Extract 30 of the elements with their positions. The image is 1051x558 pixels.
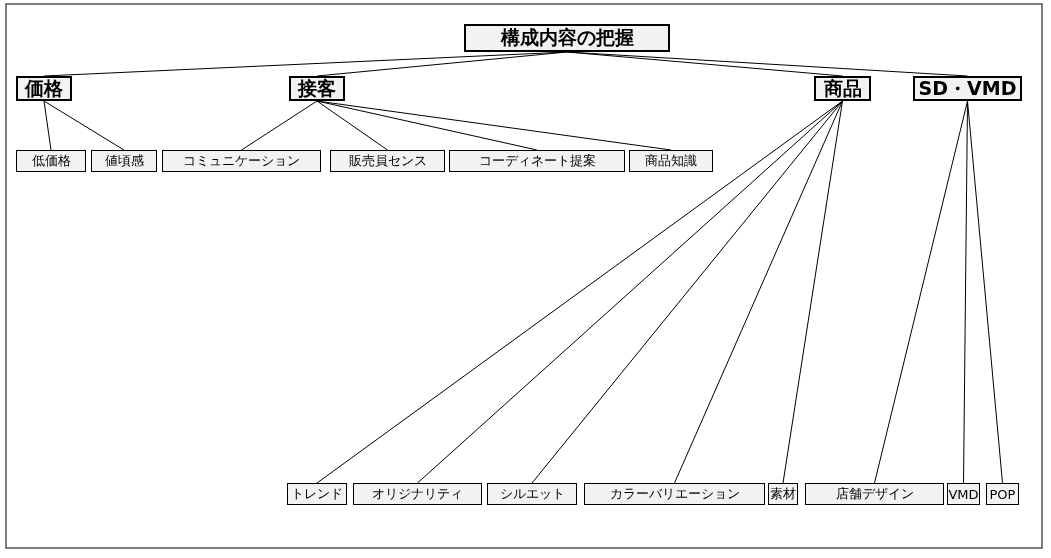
item-box: 値頃感 xyxy=(91,150,157,172)
connector-line xyxy=(43,100,52,151)
item-box: POP xyxy=(986,483,1019,505)
connector-line xyxy=(43,100,125,151)
connector-line xyxy=(674,100,843,484)
item-box: 商品知識 xyxy=(629,150,713,172)
title-box: 構成内容の把握 xyxy=(464,24,670,52)
category-box: 商品 xyxy=(814,76,871,101)
connector-line xyxy=(316,100,388,151)
category-box: 接客 xyxy=(289,76,345,101)
connector-line xyxy=(967,100,1003,484)
category-box: 価格 xyxy=(16,76,72,101)
item-box: コーディネート提案 xyxy=(449,150,625,172)
category-box: SD・VMD xyxy=(913,76,1022,101)
connector-line xyxy=(316,100,843,484)
item-box: コミュニケーション xyxy=(162,150,321,172)
item-box: シルエット xyxy=(487,483,577,505)
connector-line xyxy=(782,100,843,484)
item-box: 素材 xyxy=(768,483,798,505)
item-box: オリジナリティ xyxy=(353,483,482,505)
item-box: トレンド xyxy=(287,483,347,505)
connector-line xyxy=(531,100,843,484)
item-box: 低価格 xyxy=(16,150,86,172)
item-box: 販売員センス xyxy=(330,150,445,172)
connector-line xyxy=(874,100,968,484)
item-box: 店舗デザイン xyxy=(805,483,944,505)
connector-line xyxy=(241,100,318,151)
item-box: カラーバリエーション xyxy=(584,483,765,505)
connector-line xyxy=(417,100,843,484)
item-box: VMD xyxy=(947,483,980,505)
